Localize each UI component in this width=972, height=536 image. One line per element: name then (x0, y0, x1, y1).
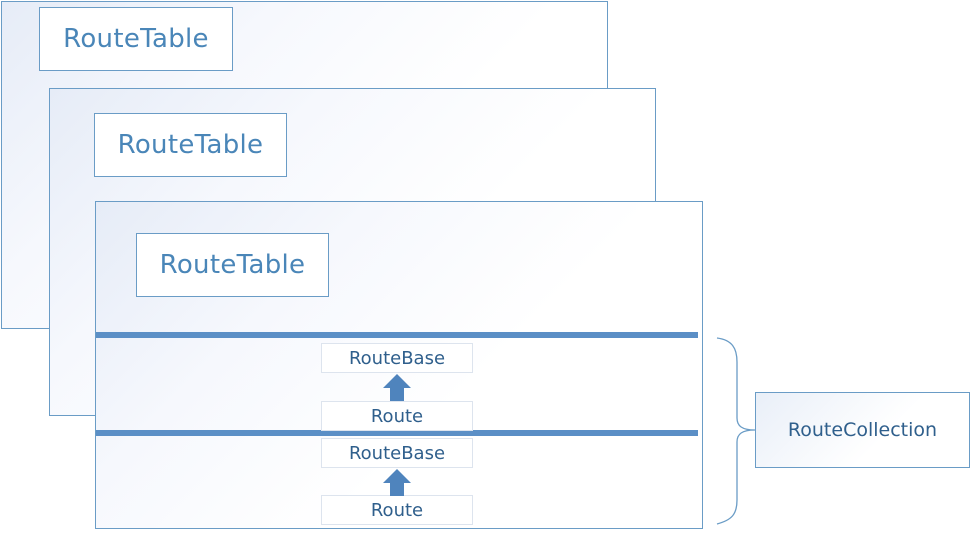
route-base-box-1: RouteBase (321, 343, 473, 373)
route-table-label-front: RouteTable (136, 233, 329, 297)
inheritance-arrow-2 (383, 469, 411, 496)
route-base-box-2: RouteBase (321, 438, 473, 468)
route-box-2: Route (321, 495, 473, 525)
route-separator-bar-middle (96, 430, 698, 436)
route-separator-bar-top (96, 332, 698, 338)
route-collection-brace (716, 337, 756, 525)
route-collection-box: RouteCollection (755, 392, 970, 468)
route-table-label-back: RouteTable (39, 7, 233, 71)
route-table-label-middle: RouteTable (94, 113, 287, 177)
route-box-1: Route (321, 401, 473, 431)
inheritance-arrow-1 (383, 374, 411, 401)
